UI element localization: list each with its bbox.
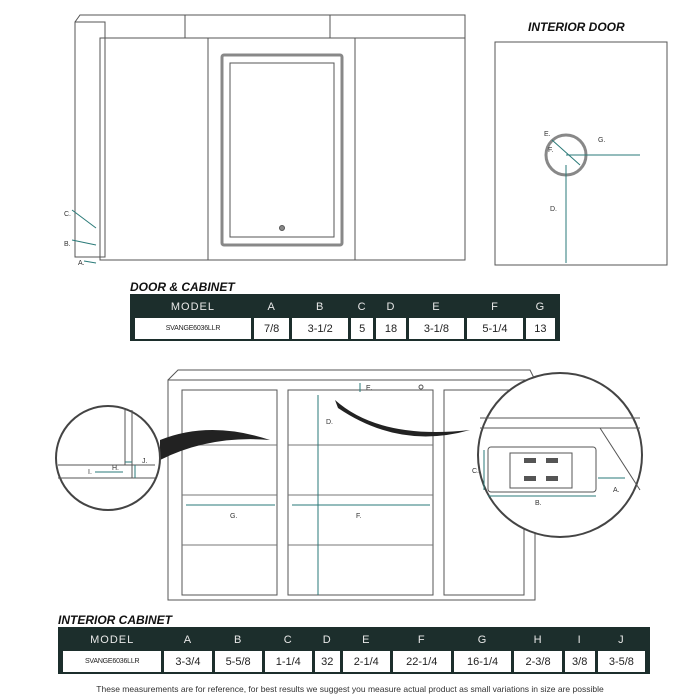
header-cell: B	[315, 301, 325, 313]
header-cell: A	[267, 301, 276, 313]
dim-label: G.	[230, 513, 237, 520]
value-cell: 3-5/8	[597, 651, 645, 672]
value-cell: 1-1/4	[264, 651, 312, 672]
dim-label: J.	[142, 458, 148, 465]
value-cell: 13	[525, 318, 555, 339]
header-cell: MODEL	[90, 634, 135, 646]
header-cell: J	[618, 634, 625, 646]
value-cell: 5-1/4	[467, 318, 523, 339]
table-header-row: MODEL A B C D E F G H I J	[63, 629, 645, 651]
value-cell: 5-5/8	[214, 651, 262, 672]
interior-cabinet-drawing: E. D. G. F. J. H. I. C. B. A.	[55, 369, 643, 601]
dim-label: B.	[535, 500, 542, 507]
value-cell: 3-1/2	[292, 318, 348, 339]
header-cell: D	[386, 301, 396, 313]
dim-label: H.	[112, 465, 119, 472]
value-cell: 7/8	[253, 318, 290, 339]
header-cell: C	[357, 301, 367, 313]
dim-label: G.	[598, 137, 605, 144]
footnote: These measurements are for reference, fo…	[96, 684, 604, 694]
dim-label: C.	[64, 211, 71, 218]
dim-label: E.	[366, 385, 373, 392]
value-cell: 2-3/8	[514, 651, 562, 672]
dim-label: C.	[472, 468, 479, 475]
header-cell: E	[362, 634, 371, 646]
header-cell: B	[233, 634, 243, 646]
dim-label: D.	[550, 206, 557, 213]
header-cell: D	[322, 634, 332, 646]
value-cell: 3-3/4	[164, 651, 212, 672]
header-cell: F	[417, 634, 426, 646]
header-cell: H	[533, 634, 543, 646]
interior-door-drawing: E. F. G. D.	[494, 41, 668, 266]
dim-label: D.	[326, 419, 333, 426]
header-cell: E	[432, 301, 441, 313]
header-cell: C	[283, 634, 293, 646]
value-cell: 18	[376, 318, 406, 339]
table-header-row: MODEL A B C D E F G	[135, 296, 555, 318]
header-cell: G	[535, 301, 546, 313]
dim-label: F.	[356, 513, 362, 520]
closed-cabinet-drawing: C. B. A.	[64, 14, 466, 267]
value-cell: 16-1/4	[453, 651, 512, 672]
header-cell: I	[577, 634, 582, 646]
dim-label: I.	[88, 469, 92, 476]
value-cell: 5	[350, 318, 374, 339]
door-cabinet-title: DOOR & CABINET	[130, 280, 235, 294]
value-cell: 22-1/4	[392, 651, 451, 672]
value-cell: 32	[314, 651, 340, 672]
dim-label: E.	[544, 131, 551, 138]
header-cell: F	[491, 301, 499, 313]
interior-cabinet-title: INTERIOR CABINET	[58, 613, 172, 627]
interior-door-title: INTERIOR DOOR	[528, 20, 625, 34]
dim-label: B.	[64, 241, 71, 248]
dim-label: A.	[78, 260, 85, 267]
header-cell: G	[477, 634, 488, 646]
header-cell: MODEL	[170, 301, 215, 313]
model-cell: SVANGE6036LLR	[135, 318, 251, 339]
model-cell: SVANGE6036LLR	[63, 651, 162, 672]
value-cell: 3-1/8	[408, 318, 465, 339]
value-cell: 2-1/4	[342, 651, 390, 672]
dim-label: A.	[613, 487, 620, 494]
dim-label: F.	[548, 147, 554, 154]
header-cell: A	[183, 634, 193, 646]
value-cell: 3/8	[564, 651, 595, 672]
